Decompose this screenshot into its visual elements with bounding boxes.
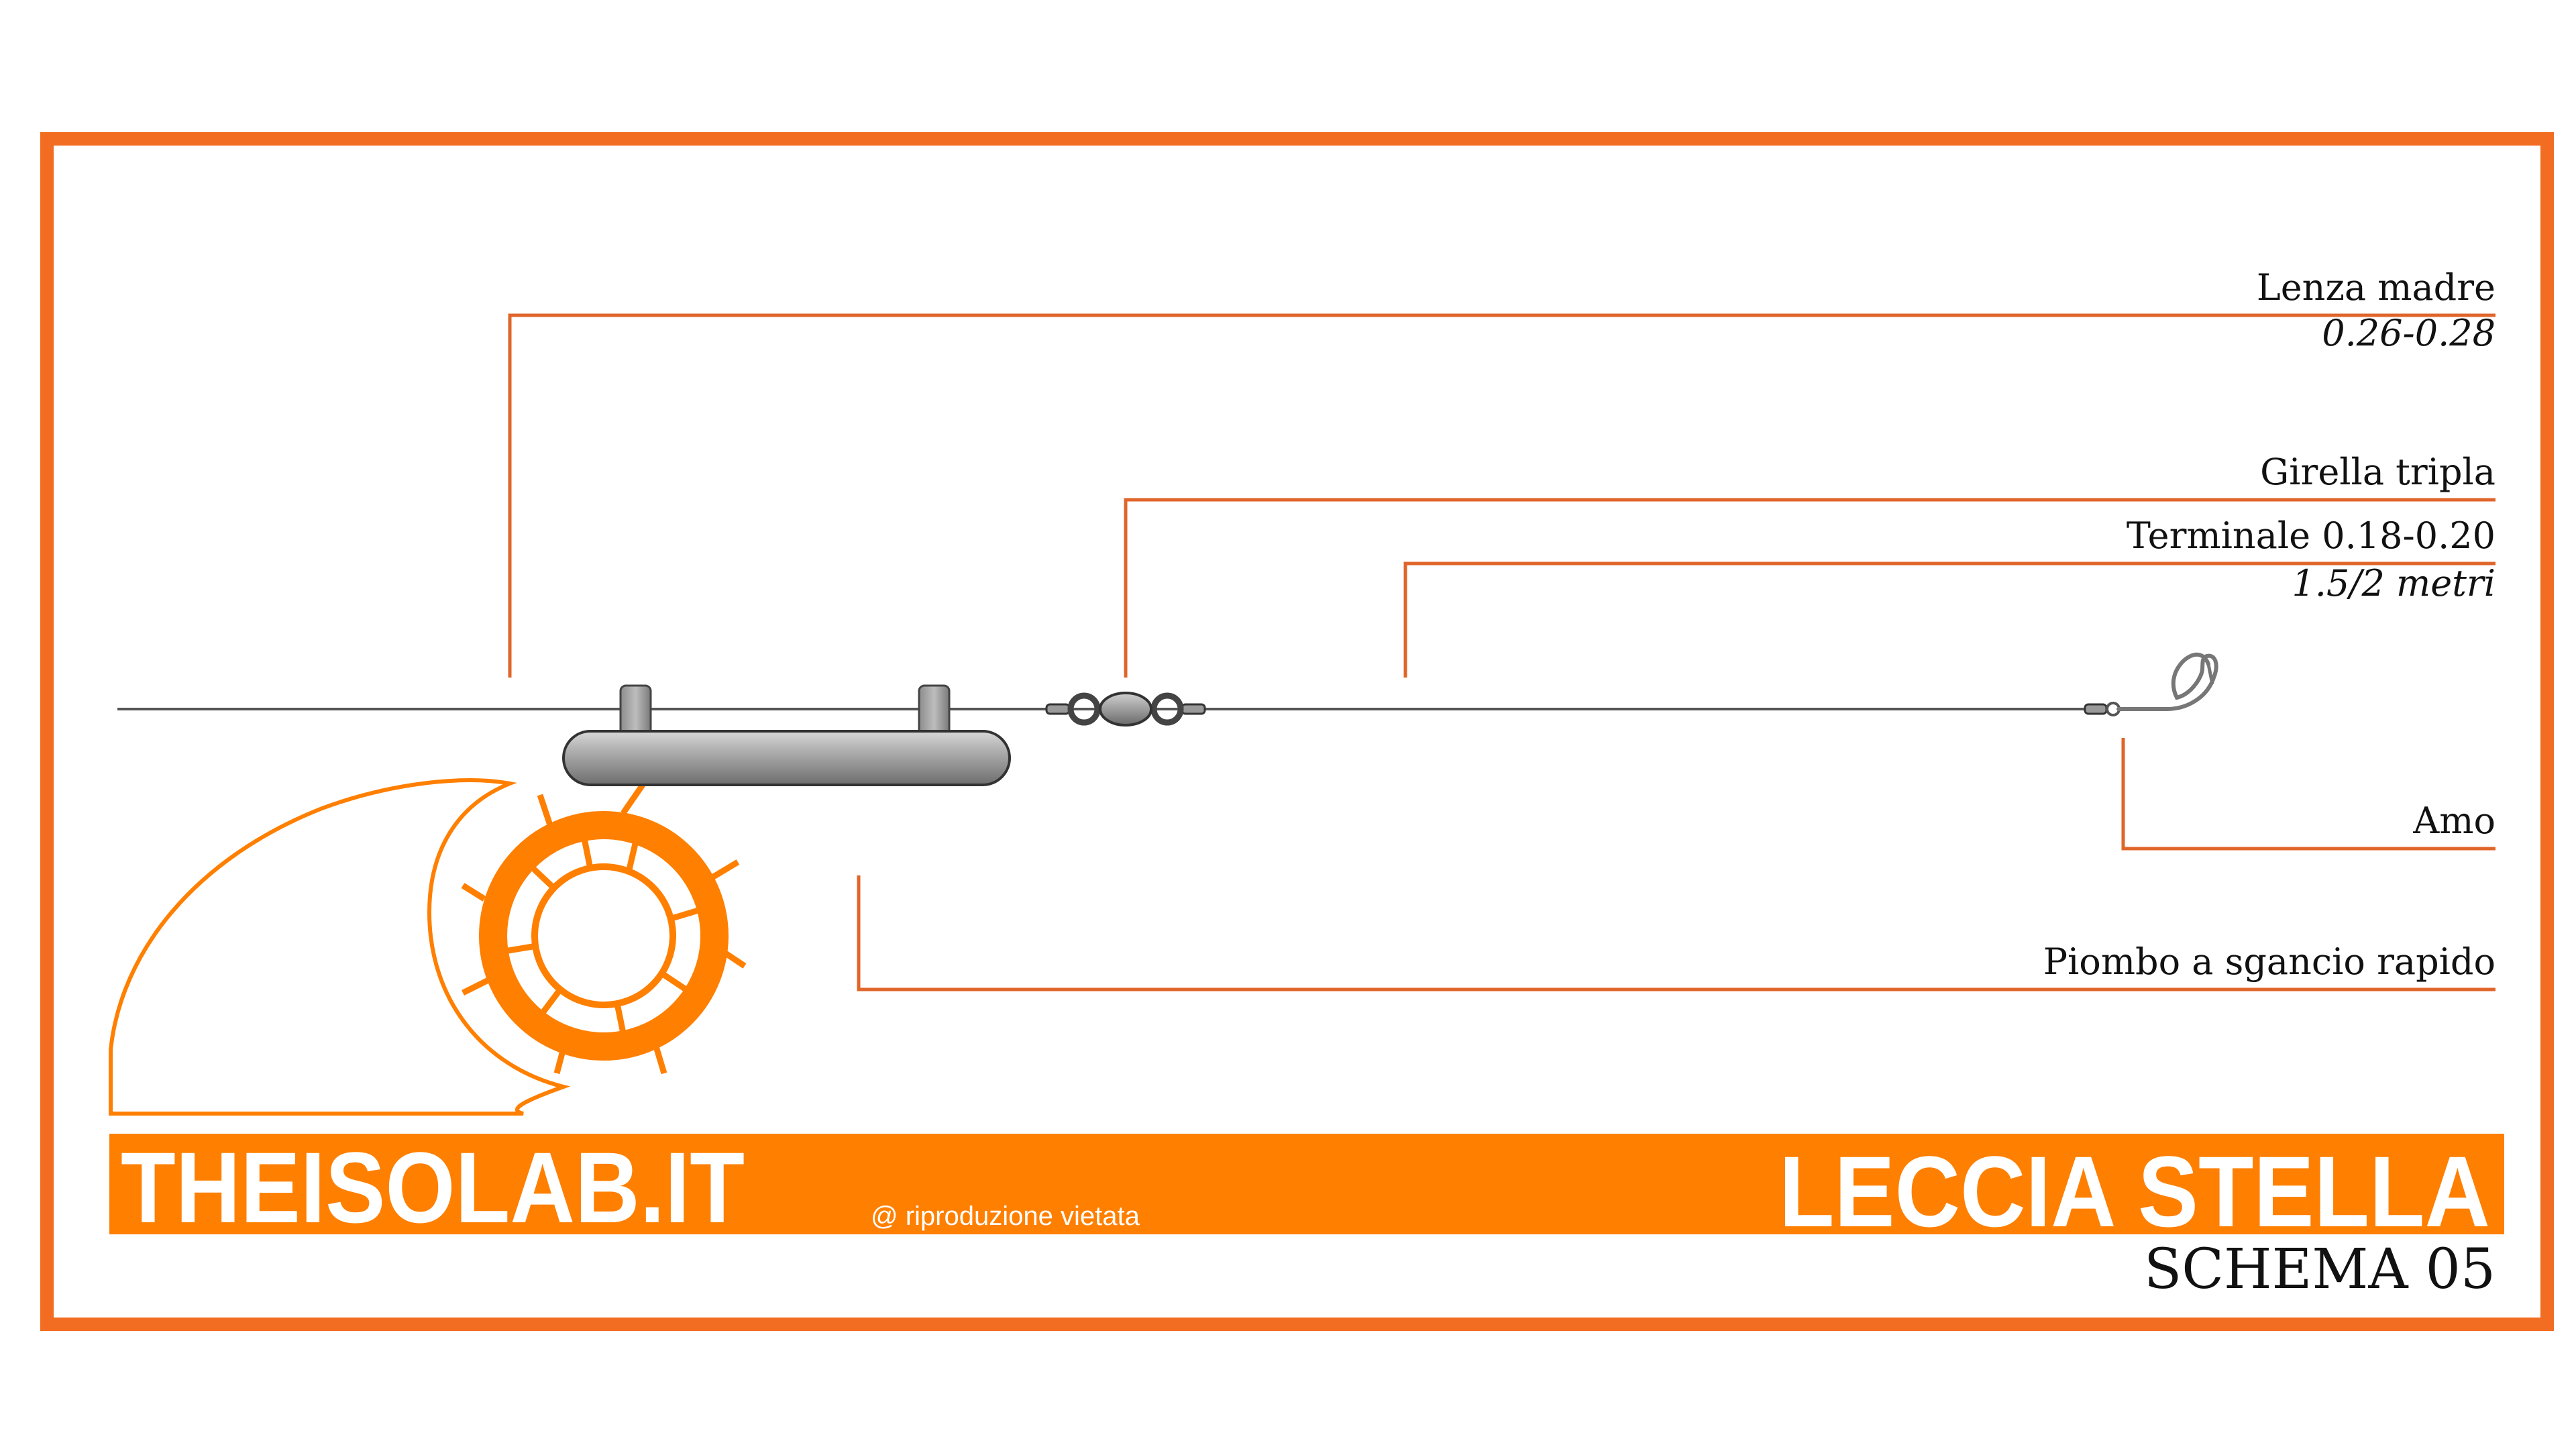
label-lenza-madre: Lenza madre	[2257, 266, 2496, 309]
label-terminale: Terminale 0.18-0.20	[2127, 515, 2496, 557]
hook-icon	[2084, 652, 2218, 716]
callout-girella	[1124, 498, 2496, 678]
outer-frame	[40, 132, 2554, 1331]
site-name: THEISOLAB.IT	[121, 1131, 745, 1244]
sinker-icon	[562, 684, 1011, 786]
label-piombo: Piombo a sgancio rapido	[2043, 941, 2496, 983]
label-terminale-spec: 1.5/2 metri	[2292, 562, 2496, 604]
diagram-title: LECCIA STELLA	[1779, 1135, 2490, 1248]
wave-logo-icon	[109, 778, 571, 1116]
label-lenza-madre-spec: 0.26-0.28	[2322, 312, 2496, 354]
life-ring-icon	[461, 783, 747, 1075]
callout-terminale	[1403, 561, 2496, 678]
label-girella: Girella tripla	[2260, 451, 2496, 493]
bottom-banner	[109, 1134, 2504, 1234]
callout-piombo	[857, 875, 2496, 991]
schema-number: SCHEMA 05	[2144, 1238, 2496, 1301]
swivel-icon	[1045, 692, 1206, 727]
callout-amo	[2121, 738, 2496, 851]
label-amo: Amo	[2412, 800, 2496, 842]
callout-lenza-madre	[508, 313, 2496, 678]
copyright-notice: @ riproduzione vietata	[871, 1201, 1140, 1231]
